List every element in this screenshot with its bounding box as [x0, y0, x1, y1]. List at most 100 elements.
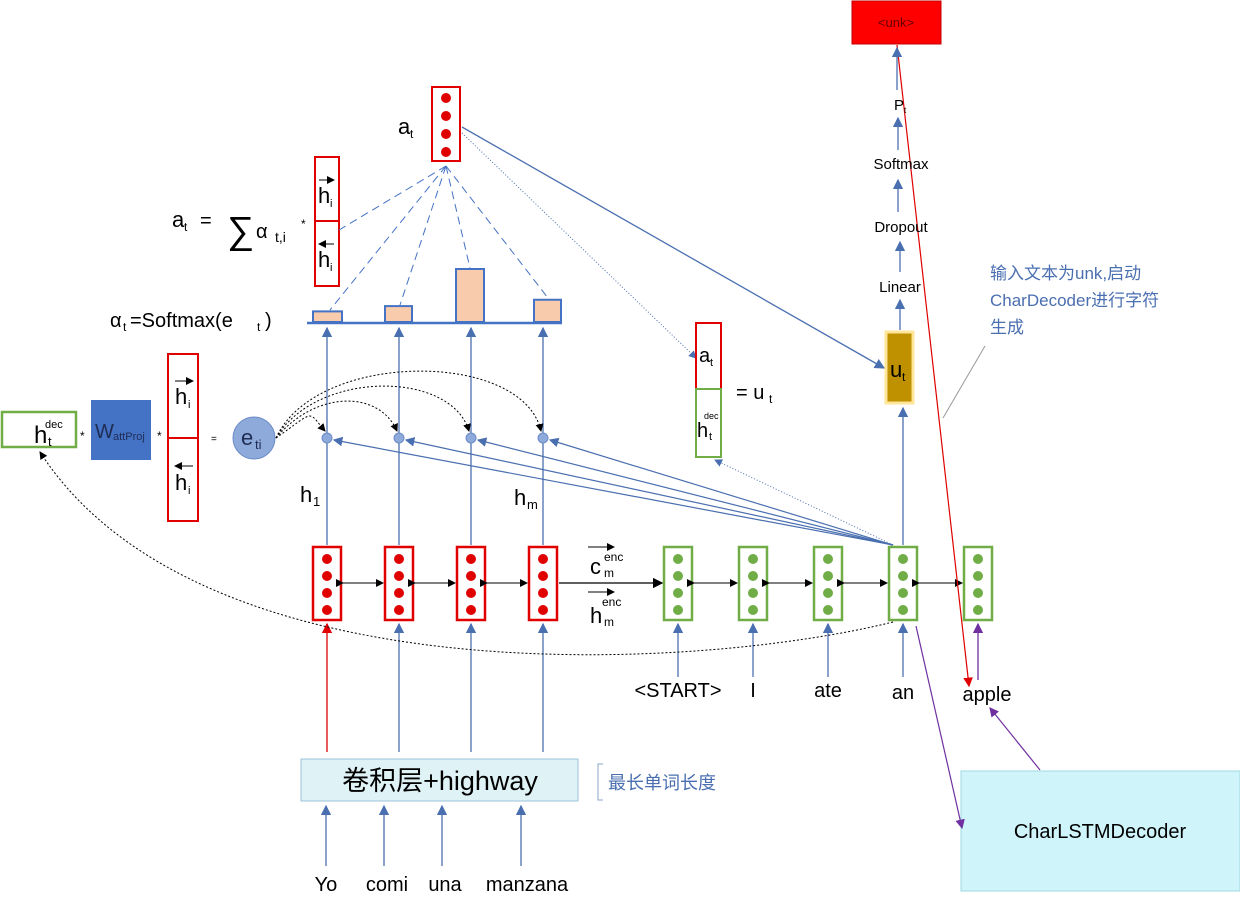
h-enc-sub: m	[604, 615, 614, 629]
decoder-state-2-unit	[748, 554, 758, 564]
eti-to-scores-arcs	[275, 370, 544, 439]
decoder-state-3-unit	[823, 605, 833, 615]
hi-fwd: h	[175, 384, 187, 409]
cnn-highway-label: 卷积层+highway	[342, 766, 538, 796]
decoder-state-4-unit	[898, 571, 908, 581]
hm-sub: m	[527, 497, 538, 512]
alpha-rest: =Softmax(e	[130, 310, 233, 332]
hi-bwd-sub: i	[188, 485, 190, 497]
encoder-state-2-unit	[394, 605, 404, 615]
sum-eq: =	[200, 210, 212, 232]
concat-at-sub: t	[710, 357, 713, 369]
word-an: an	[892, 682, 914, 704]
alpha-rest-sub: t	[257, 320, 261, 334]
decoder-to-score-arrow	[548, 437, 894, 546]
decoder-state-5-unit	[973, 571, 983, 581]
hdec-box	[0, 410, 78, 449]
attention-score-point	[393, 432, 405, 444]
encoder-state-2-unit	[394, 571, 404, 581]
decoder-state-5	[962, 545, 994, 622]
c-enc-sub: m	[604, 566, 614, 580]
decoder-state-1-unit	[673, 554, 683, 564]
ut-sub: t	[902, 370, 906, 384]
alpha-formula: α t =Softmax(e t )	[110, 310, 272, 334]
decoder-state-1-unit	[673, 588, 683, 598]
cnn-note: 最长单词长度	[608, 773, 716, 793]
ut-label: u	[890, 357, 902, 382]
hdec-sup: dec	[45, 419, 63, 431]
dropout-label: Dropout	[874, 219, 928, 236]
word-manzana: manzana	[486, 874, 569, 896]
encoder-state-2-unit	[394, 554, 404, 564]
hi-fwd-sub: i	[188, 399, 190, 411]
attention-score-point	[465, 432, 477, 444]
cnn-to-encoder-arrows	[393, 622, 549, 752]
decoder-state-4-unit	[898, 554, 908, 564]
sum-alpha-sub: t,i	[275, 229, 286, 245]
unk-to-apple-arrow	[896, 44, 973, 688]
equals-ut-label: = u	[736, 382, 764, 404]
decoder-state-3-unit	[823, 588, 833, 598]
at-to-ut-arrow	[461, 126, 886, 369]
encoder-state-3-unit	[466, 571, 476, 581]
concat-hdec-sub: t	[709, 431, 712, 443]
hm-label: h	[514, 485, 526, 510]
multiply-sign: *	[157, 429, 162, 443]
hi-vector: h i h i	[167, 353, 199, 522]
encoder-state-3-unit	[466, 554, 476, 564]
encoder-state-1	[311, 545, 343, 622]
c-enc-sup: enc	[604, 550, 623, 564]
at-label: a	[398, 114, 411, 139]
encoder-state-4-unit	[538, 588, 548, 598]
decoder-input-arrows	[672, 622, 909, 677]
encoder-input-words: Yo comi una manzana	[315, 874, 569, 896]
sum-hi-fwd: h	[318, 183, 330, 208]
unk-label: <unk>	[878, 15, 914, 30]
ut-box	[884, 330, 915, 405]
encoder-state-2	[383, 545, 415, 622]
eti-arc	[275, 370, 544, 439]
multiply-sign: *	[80, 429, 85, 443]
an-to-charlstm-arrow	[915, 625, 965, 830]
note-callout-line	[942, 345, 986, 419]
decoder-state-3-unit	[823, 554, 833, 564]
decoder-state-5-unit	[973, 588, 983, 598]
weighted-sum-dashed-lines	[329, 165, 549, 311]
linear-label: Linear	[879, 279, 921, 296]
word-apple: apple	[963, 684, 1012, 706]
softmax-label: Softmax	[873, 156, 929, 173]
at-to-concat-arrow	[461, 132, 697, 359]
attention-bar-3	[455, 268, 485, 323]
pt-label: P	[894, 97, 904, 114]
charlstm-decoder-label: CharLSTMDecoder	[1014, 821, 1187, 843]
attention-bar-1	[312, 310, 343, 323]
attention-bar-2	[384, 305, 413, 324]
sum-alpha: α	[256, 221, 268, 243]
w-attproj-box	[91, 400, 151, 460]
decoder-to-score-arrow	[404, 437, 894, 546]
sum-lhs: a	[172, 207, 185, 232]
equals-ut-sub: t	[769, 392, 773, 406]
encoder-state-1-unit	[322, 588, 332, 598]
decoder-input-words: <START> I ate an apple	[634, 680, 1011, 706]
decoder-state-1-unit	[673, 571, 683, 581]
note-line-3: 生成	[990, 318, 1024, 337]
note-line-2: CharDecoder进行字符	[990, 291, 1159, 310]
encoder-state-1-unit	[322, 554, 332, 564]
decoder-state-2-unit	[748, 588, 758, 598]
note-line-1: 输入文本为unk,启动	[990, 264, 1141, 283]
charlstm-to-apple-arrow	[989, 707, 1041, 771]
sum-hi-bwd: h	[318, 247, 330, 272]
decoder-state-4-unit	[898, 605, 908, 615]
w-label: W	[95, 421, 114, 443]
h1-sub: 1	[313, 494, 320, 509]
attention-score-point	[537, 432, 549, 444]
alpha-sym: α	[110, 310, 122, 332]
decoder-state-5-unit	[973, 554, 983, 564]
pt-sub: t	[904, 106, 907, 115]
decoder-state-3-unit	[823, 571, 833, 581]
cnn-note-bracket	[597, 763, 603, 801]
cnn-highway-box	[300, 758, 579, 802]
attention-score-point	[321, 432, 333, 444]
